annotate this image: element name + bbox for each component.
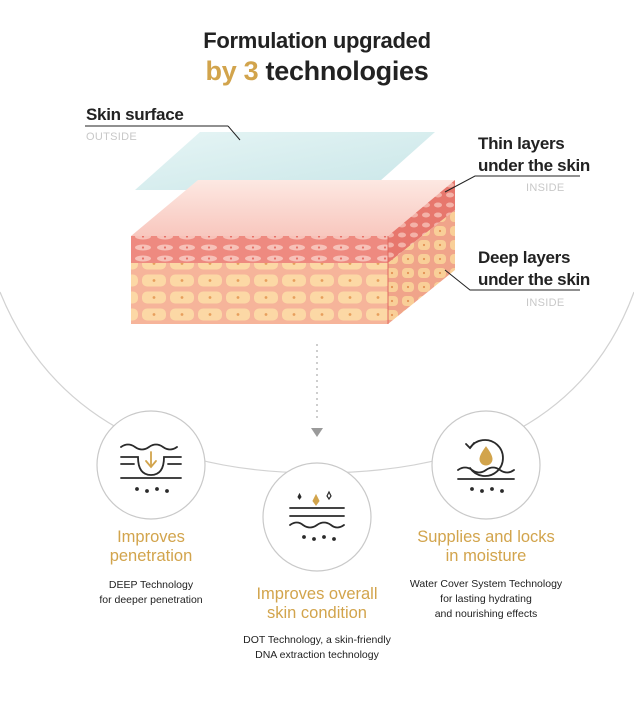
feature-2-desc-line2: DNA extraction technology bbox=[255, 649, 379, 661]
feature-3-desc-line2: for lasting hydrating bbox=[440, 593, 532, 605]
feature-1-title: Improves penetration bbox=[71, 528, 231, 566]
feature-3-desc-line1: Water Cover System Technology bbox=[409, 578, 563, 590]
penetration-icon bbox=[120, 443, 182, 493]
skin-top-face bbox=[131, 180, 455, 236]
feature-1-desc-line1: DEEP Technology bbox=[108, 579, 194, 591]
feature-3-title-line2: in moisture bbox=[445, 547, 527, 565]
thin-leader bbox=[444, 175, 580, 193]
feature-1-desc-line2: for deeper penetration bbox=[99, 594, 203, 606]
feature-2-title-line2: skin condition bbox=[267, 604, 367, 622]
deep-label-1: Deep layers bbox=[478, 248, 571, 267]
feature-2-desc-line1: DOT Technology, a skin-friendly bbox=[243, 634, 391, 646]
skin-front-pink bbox=[131, 236, 388, 263]
skin-surface-layer bbox=[135, 132, 435, 190]
feature-3-desc-line3: and nourishing effects bbox=[434, 608, 538, 620]
deep-label-2: under the skin bbox=[478, 270, 590, 289]
sparkle-icon bbox=[289, 490, 345, 541]
surface-sub: OUTSIDE bbox=[86, 131, 137, 143]
deep-leader bbox=[444, 269, 580, 291]
deep-sub: INSIDE bbox=[526, 297, 565, 309]
moisture-cycle-icon bbox=[457, 439, 515, 493]
heading-rest: technologies bbox=[265, 56, 429, 86]
feature-2-title: Improves overall skin condition bbox=[217, 585, 417, 623]
feature-1-title-line2: penetration bbox=[109, 547, 193, 565]
heading-line1: Formulation upgraded bbox=[203, 28, 431, 53]
feature-3-desc: Water Cover System Technology for lastin… bbox=[376, 577, 596, 622]
skin-side-deep bbox=[388, 210, 455, 324]
heading-accent: by 3 bbox=[205, 56, 259, 86]
thin-label-2: under the skin bbox=[478, 156, 590, 175]
feature-2-desc: DOT Technology, a skin-friendly DNA extr… bbox=[207, 633, 427, 663]
feature-3-title: Supplies and locks in moisture bbox=[396, 528, 576, 566]
feature-1-desc: DEEP Technology for deeper penetration bbox=[51, 578, 251, 608]
thin-label-1: Thin layers bbox=[478, 134, 565, 153]
surface-label: Skin surface bbox=[86, 105, 184, 124]
feature-1-title-line1: Improves bbox=[117, 528, 185, 546]
feature-2-title-line1: Improves overall bbox=[256, 585, 378, 603]
feature-circle-2 bbox=[262, 462, 372, 572]
heading-line2: by 3 technologies bbox=[0, 56, 634, 87]
skin-front-deep bbox=[131, 263, 388, 324]
feature-3-title-line1: Supplies and locks bbox=[417, 528, 555, 546]
down-arrow-icon bbox=[311, 428, 323, 437]
skin-side-pink bbox=[388, 180, 455, 263]
thin-sub: INSIDE bbox=[526, 182, 565, 194]
